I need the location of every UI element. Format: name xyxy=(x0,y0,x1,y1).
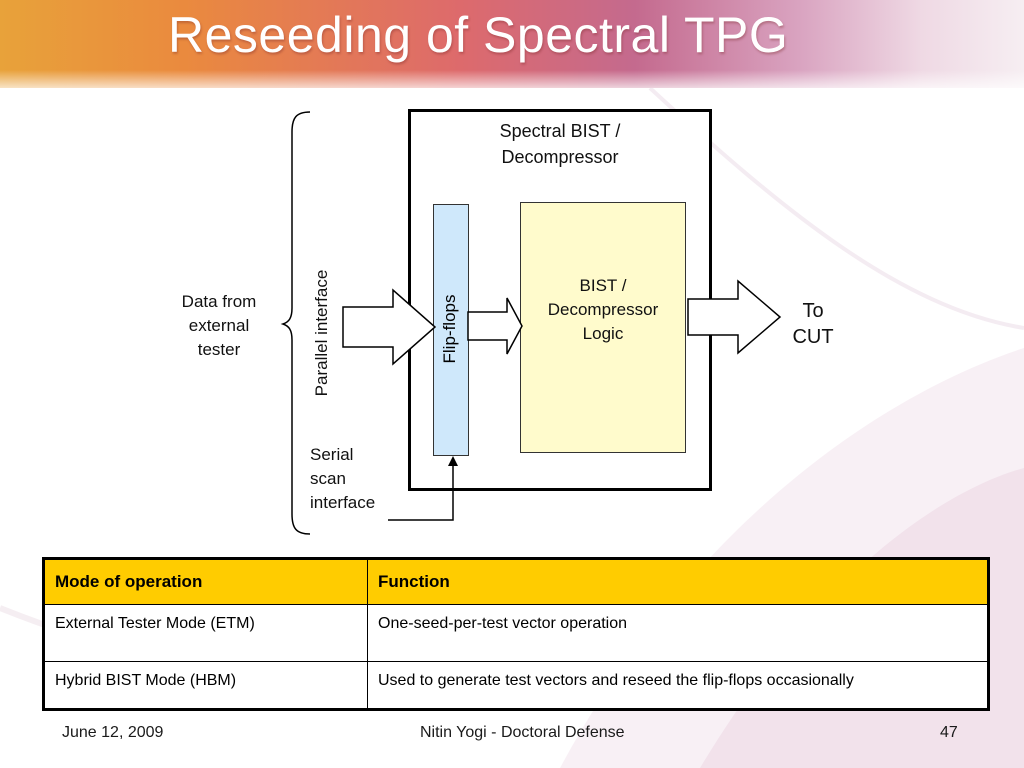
flipflops-box xyxy=(433,204,469,456)
table-header-row: Mode of operation Function xyxy=(43,558,989,605)
footer-presenter: Nitin Yogi - Doctoral Defense xyxy=(420,724,625,741)
table-header-mode: Mode of operation xyxy=(43,558,368,605)
data-source-label: Data from external tester xyxy=(181,292,257,359)
flipflops-label: Flip-flops xyxy=(440,294,459,364)
table-header-function: Function xyxy=(367,558,989,605)
bist-logic-box xyxy=(520,202,686,453)
table-cell-function: One-seed-per-test vector operation xyxy=(367,604,989,662)
parallel-interface-label: Parallel interface xyxy=(312,269,331,397)
table-row: External Tester Mode (ETM) One-seed-per-… xyxy=(43,604,989,662)
table-cell-mode: Hybrid BIST Mode (HBM) xyxy=(43,661,368,710)
page-number: 47 xyxy=(940,724,958,741)
data-source-background xyxy=(163,283,275,373)
title-band xyxy=(0,0,1024,88)
modes-table: Mode of operation Function External Test… xyxy=(42,557,990,711)
bist-logic-label: BIST / Decompressor Logic xyxy=(547,276,659,343)
footer-date: June 12, 2009 xyxy=(62,724,164,741)
spectral-bist-label: Spectral BIST / Decompressor xyxy=(499,121,621,167)
table-cell-mode: External Tester Mode (ETM) xyxy=(43,604,368,662)
table-cell-function: Used to generate test vectors and reseed… xyxy=(367,661,989,710)
slide-title: Reseeding of Spectral TPG xyxy=(168,7,789,63)
serial-interface-label: Serial scan interface xyxy=(310,445,376,512)
to-cut-label: To CUT xyxy=(792,300,834,348)
table-row: Hybrid BIST Mode (HBM) Used to generate … xyxy=(43,661,989,710)
